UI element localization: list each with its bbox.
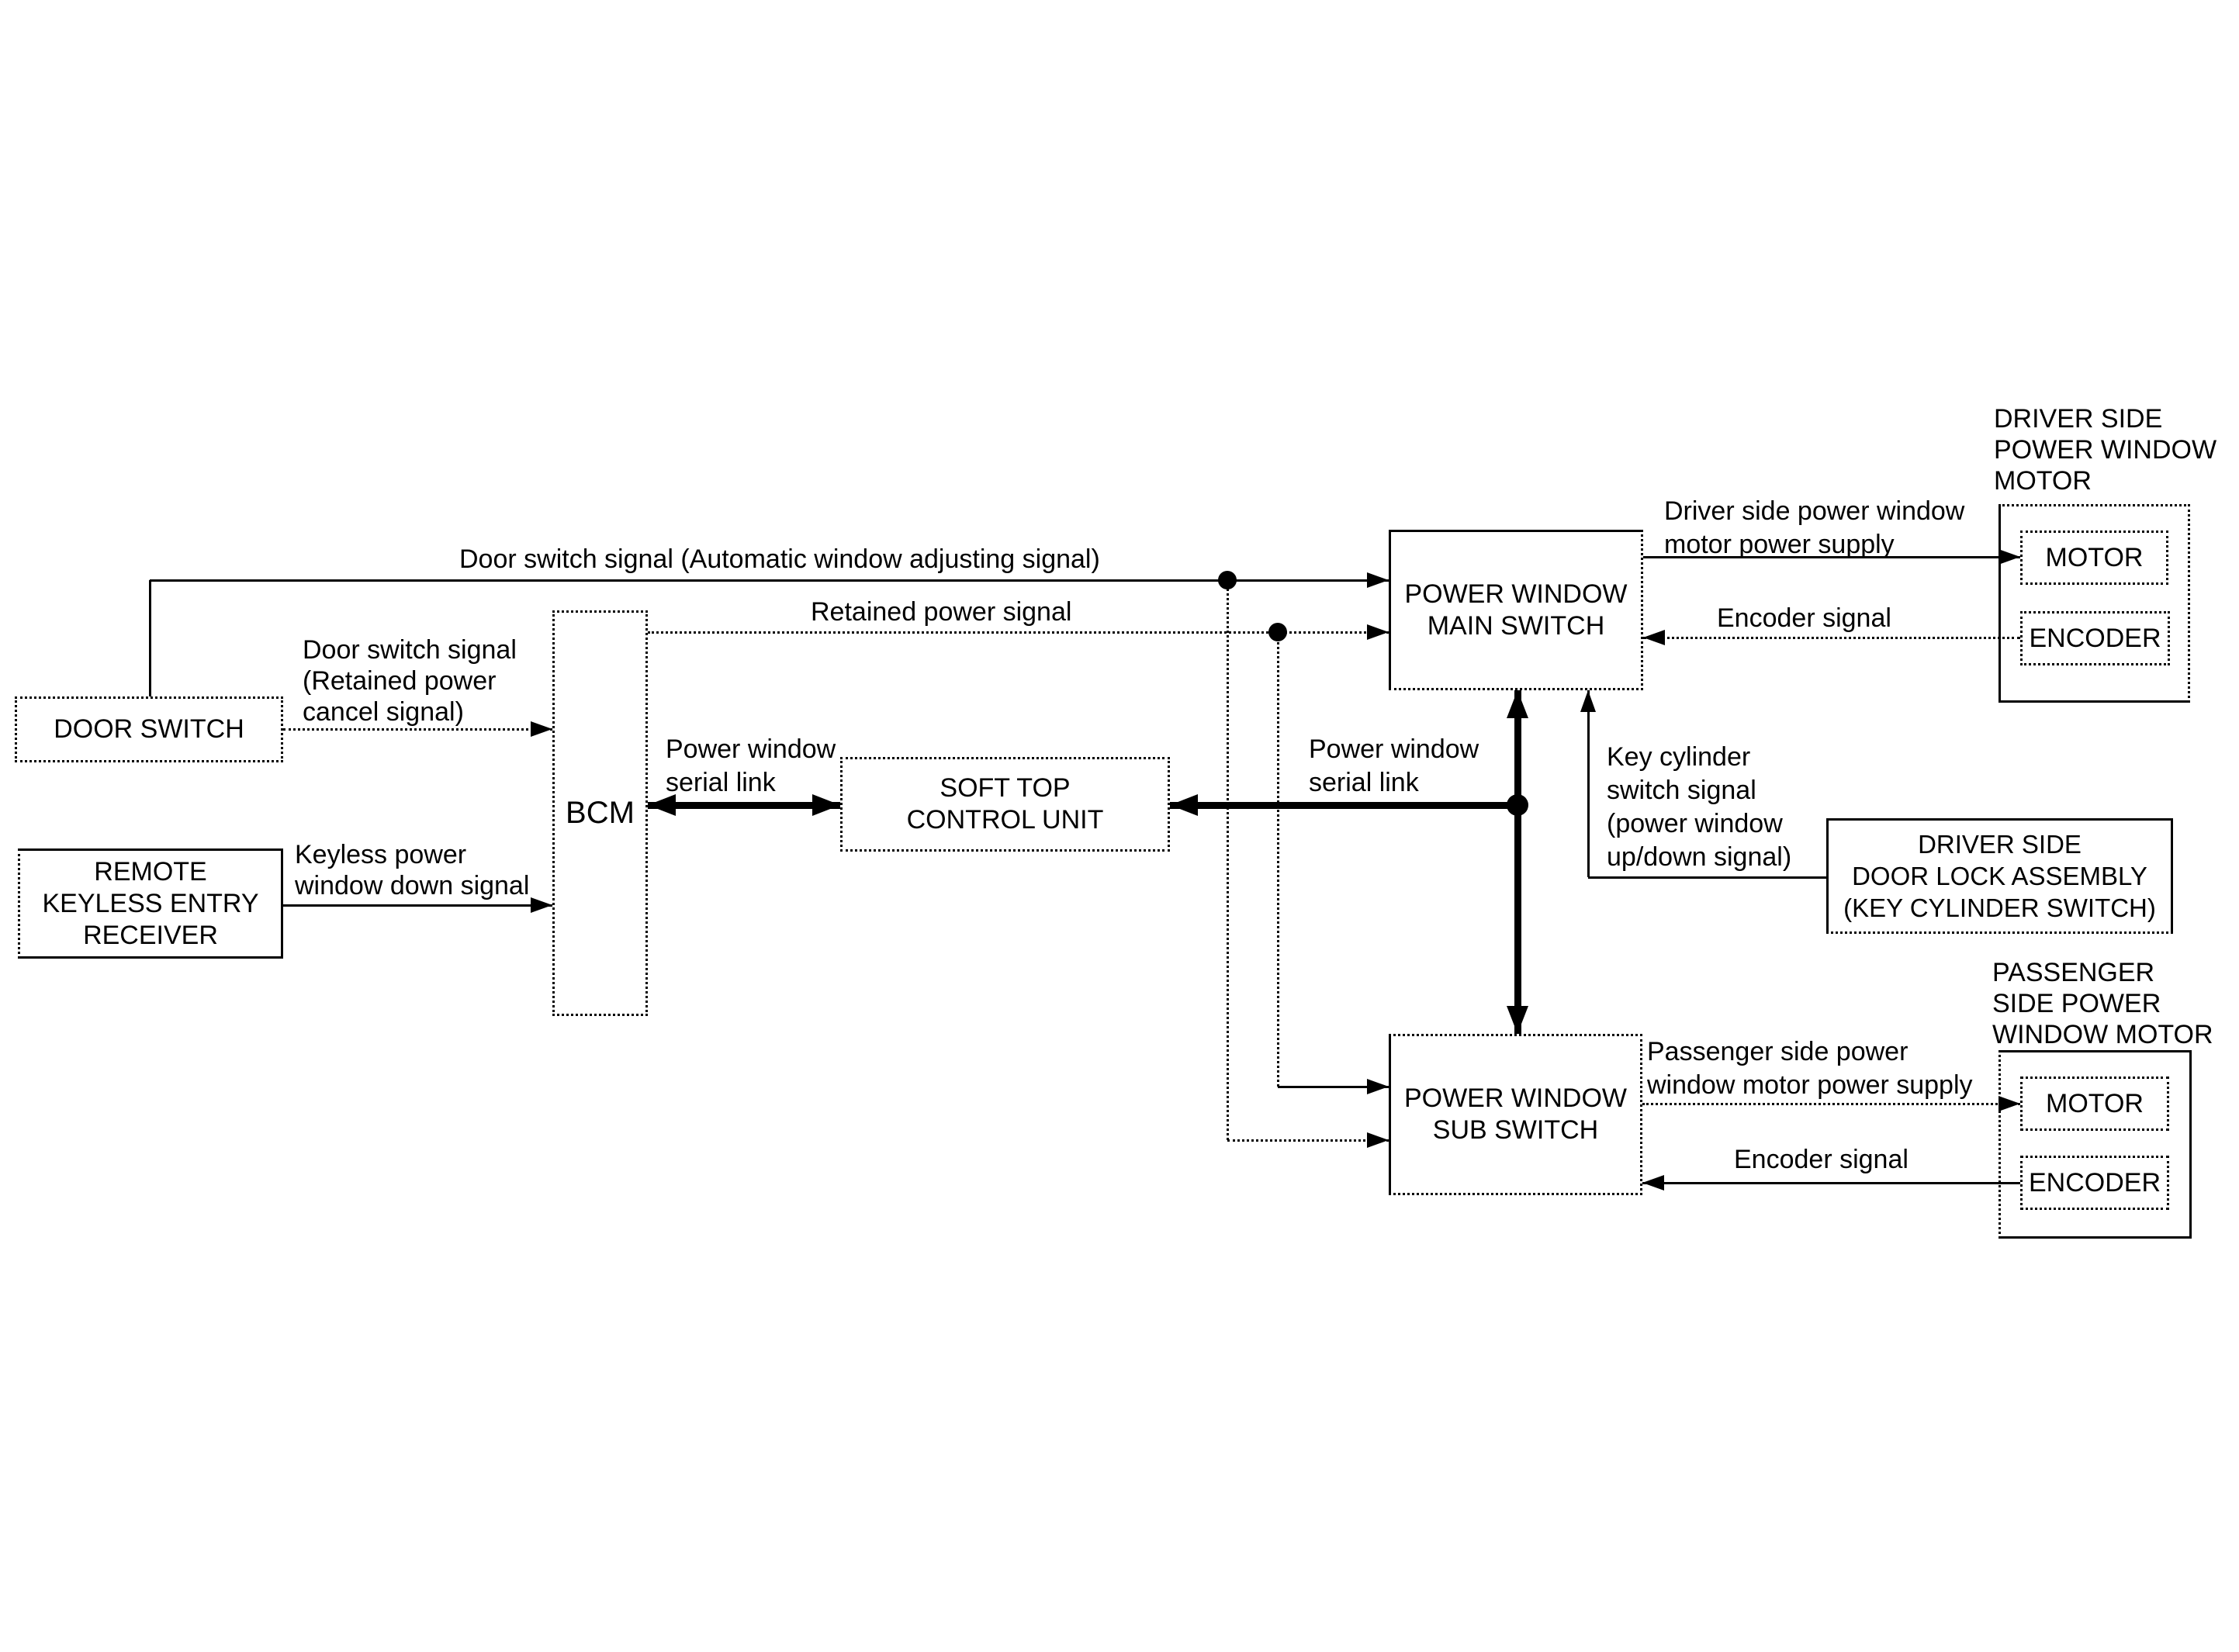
power-window-sub-switch-box: POWER WINDOW SUB SWITCH xyxy=(1389,1034,1642,1195)
driver-encoder-box: ENCODER xyxy=(2020,611,2170,665)
key-cylinder-horizontal-line xyxy=(1588,876,1826,879)
door-switch-to-bcm-line xyxy=(283,728,552,731)
arrowhead-into-driver-motor xyxy=(1998,549,2020,565)
arrowhead-into-softtop-right xyxy=(1170,794,1198,816)
bcm-box: BCM xyxy=(552,610,648,1016)
driver-motor-label: MOTOR xyxy=(2045,542,2144,572)
serial-link-left-label: Power window serial link xyxy=(666,734,836,797)
arrowhead-encoder-into-main-switch xyxy=(1643,630,1665,645)
driver-supply-label: Driver side power window motor power sup… xyxy=(1664,496,1965,559)
door-switch-box: DOOR SWITCH xyxy=(15,696,283,762)
door-switch-label: DOOR SWITCH xyxy=(54,714,244,744)
passenger-motor-label: MOTOR xyxy=(2046,1088,2144,1118)
passenger-encoder-box: ENCODER xyxy=(2020,1156,2169,1210)
door-switch-branch-horizontal-line xyxy=(1227,1139,1389,1142)
arrowhead-encoder-into-sub-switch xyxy=(1642,1175,1664,1191)
arrowhead-into-bcm-door-switch xyxy=(531,721,552,737)
driver-encoder-label: ENCODER xyxy=(2029,623,2161,653)
passenger-motor-unit-title: PASSENGER SIDE POWER WINDOW MOTOR xyxy=(1992,958,2213,1049)
driver-motor-unit-box xyxy=(1998,504,2190,703)
key-cylinder-signal-label: Key cylinder switch signal (power window… xyxy=(1607,742,1792,872)
door-switch-bcm-signal-label: Door switch signal (Retained power cance… xyxy=(303,635,517,727)
retained-branch-vertical-line xyxy=(1277,632,1279,1087)
driver-encoder-signal-line xyxy=(1643,637,2020,639)
passenger-motor-supply-line xyxy=(1642,1103,2020,1105)
serial-link-line-softtop-switches xyxy=(1170,802,1517,809)
arrowhead-into-main-switch-top xyxy=(1367,572,1389,588)
passenger-encoder-signal-label: Encoder signal xyxy=(1734,1145,1909,1174)
door-switch-branch-vertical-line xyxy=(1227,580,1229,1140)
driver-motor-supply-line xyxy=(1643,556,2020,558)
serial-link-line-bcm-softtop xyxy=(648,802,840,809)
keyless-to-bcm-line xyxy=(283,904,552,907)
arrowhead-into-bcm-serial xyxy=(648,794,676,816)
remote-keyless-entry-receiver-label: REMOTE KEYLESS ENTRY RECEIVER xyxy=(42,856,259,950)
bcm-label: BCM xyxy=(566,796,635,830)
arrowhead-into-main-switch-bottom xyxy=(1507,690,1528,718)
arrowhead-key-cylinder-into-main-switch xyxy=(1580,690,1596,712)
soft-top-control-unit-label: SOFT TOP CONTROL UNIT xyxy=(906,773,1104,835)
keyless-signal-label: Keyless power window down signal xyxy=(295,840,530,900)
passenger-encoder-label: ENCODER xyxy=(2028,1167,2161,1198)
serial-link-vertical-line xyxy=(1514,690,1521,1034)
retained-branch-horizontal-line xyxy=(1278,1086,1389,1088)
door-switch-riser-line xyxy=(149,580,151,696)
driver-encoder-signal-label: Encoder signal xyxy=(1717,603,1891,633)
key-cylinder-vertical-line xyxy=(1587,690,1590,877)
remote-keyless-entry-receiver-box: REMOTE KEYLESS ENTRY RECEIVER xyxy=(18,848,283,959)
arrowhead-into-main-switch-retained xyxy=(1367,624,1389,640)
passenger-encoder-signal-line xyxy=(1642,1182,2020,1184)
arrowhead-into-passenger-motor xyxy=(1998,1096,2020,1111)
serial-link-right-label: Power window serial link xyxy=(1309,734,1479,797)
passenger-motor-unit-box xyxy=(1998,1050,2192,1239)
junction-dot-serial-link xyxy=(1507,794,1528,816)
power-window-sub-switch-label: POWER WINDOW SUB SWITCH xyxy=(1403,1083,1628,1145)
arrowhead-into-bcm-keyless xyxy=(531,897,552,913)
retained-power-signal-label: Retained power signal xyxy=(811,597,1072,627)
soft-top-control-unit-box: SOFT TOP CONTROL UNIT xyxy=(840,757,1170,852)
power-window-main-switch-box: POWER WINDOW MAIN SWITCH xyxy=(1389,530,1643,690)
driver-door-lock-assembly-label: DRIVER SIDE DOOR LOCK ASSEMBLY (KEY CYLI… xyxy=(1843,830,2156,922)
arrowhead-into-sub-switch-upper xyxy=(1367,1079,1389,1094)
door-switch-auto-signal-line xyxy=(150,579,1389,582)
driver-motor-unit-title: DRIVER SIDE POWER WINDOW MOTOR xyxy=(1994,404,2217,496)
door-switch-auto-signal-label: Door switch signal (Automatic window adj… xyxy=(459,544,1100,574)
driver-motor-box: MOTOR xyxy=(2020,531,2168,585)
power-window-main-switch-label: POWER WINDOW MAIN SWITCH xyxy=(1404,579,1628,641)
passenger-motor-box: MOTOR xyxy=(2020,1077,2169,1131)
driver-door-lock-assembly-box: DRIVER SIDE DOOR LOCK ASSEMBLY (KEY CYLI… xyxy=(1826,818,2173,934)
arrowhead-into-softtop-left xyxy=(812,794,840,816)
retained-power-signal-line xyxy=(648,631,1389,634)
arrowhead-into-sub-switch-lower xyxy=(1367,1132,1389,1148)
passenger-supply-label: Passenger side power window motor power … xyxy=(1647,1037,1973,1100)
arrowhead-into-sub-switch-top xyxy=(1507,1006,1528,1034)
